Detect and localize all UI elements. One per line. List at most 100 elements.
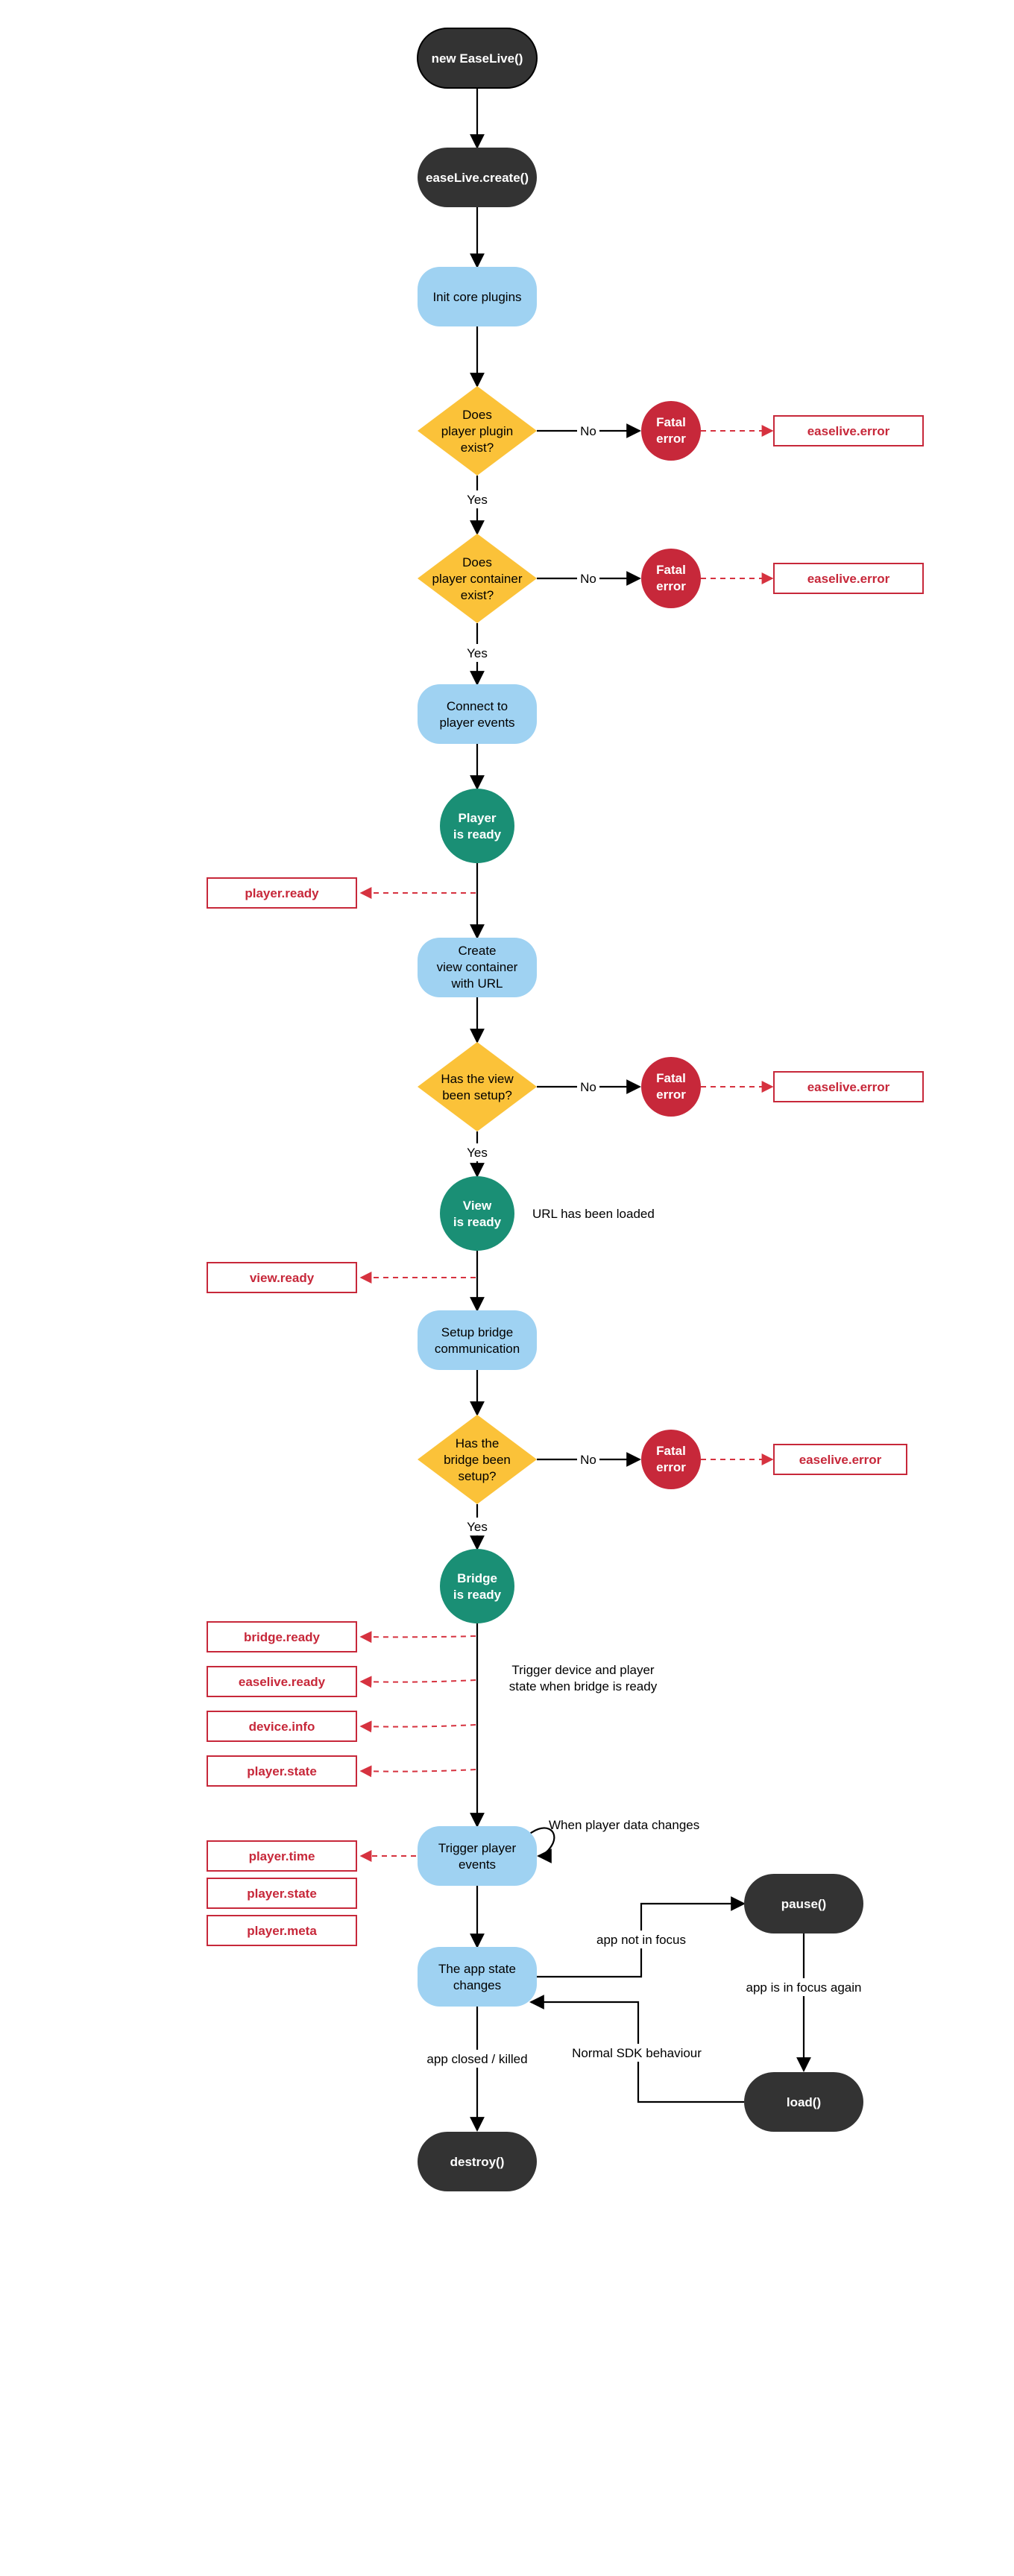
terminal-load: load() (744, 2072, 863, 2132)
process-connect-player-events: Connect to player events (418, 684, 537, 744)
process-app-state-line-1: The app state (438, 1962, 516, 1976)
event-player-state-2-label: player.state (247, 1887, 317, 1901)
event-easelive-error-4-label: easelive.error (799, 1453, 882, 1467)
event-player-ready: player.ready (207, 877, 357, 909)
connector-labels: Yes Yes Yes Yes No No No No URL has been… (418, 422, 866, 2068)
process-connect-line-2: player events (439, 716, 514, 730)
terminal-pause: pause() (744, 1874, 863, 1933)
terminal-new-easelive: new EaseLive() (417, 28, 538, 89)
dash-easelive-ready (359, 1676, 476, 1688)
label-app-closed: app closed / killed (426, 2052, 527, 2066)
label-yes-2: Yes (467, 646, 488, 660)
event-player-ready-label: player.ready (245, 886, 319, 900)
decision-bridge-setup-line-3: setup? (458, 1469, 496, 1483)
terminal-easelive-create: easeLive.create() (418, 148, 537, 207)
decision-player-plugin: Does player plugin exist? (418, 386, 537, 476)
event-bridge-ready: bridge.ready (207, 1621, 357, 1652)
label-no-4: No (580, 1453, 596, 1467)
event-player-meta-label: player.meta (247, 1924, 317, 1938)
label-url-loaded: URL has been loaded (532, 1207, 655, 1221)
event-player-time-label: player.time (249, 1849, 315, 1863)
state-bridge-ready: Bridge is ready (440, 1549, 514, 1623)
terminal-destroy-label: destroy() (450, 2155, 505, 2169)
decision-player-container-line-2: player container (432, 572, 523, 586)
decision-view-setup-line-2: been setup? (442, 1088, 512, 1102)
terminal-new-easelive-label: new EaseLive() (432, 51, 523, 66)
fatal-error-1-line-2: error (656, 432, 686, 446)
process-app-state-changes: The app state changes (418, 1947, 537, 2007)
event-view-ready: view.ready (207, 1262, 357, 1293)
label-yes-4: Yes (467, 1520, 488, 1534)
event-player-time: player.time (207, 1840, 357, 1872)
fatal-error-1: Fatal error (641, 401, 701, 461)
label-player-data-changes: When player data changes (549, 1818, 699, 1832)
fatal-error-3: Fatal error (641, 1057, 701, 1117)
fatal-error-3-line-2: error (656, 1087, 686, 1102)
event-player-state-2: player.state (207, 1878, 357, 1909)
process-setup-bridge-line-1: Setup bridge (441, 1325, 513, 1339)
label-app-not-in-focus: app not in focus (596, 1933, 686, 1947)
process-trigger-player-events: Trigger player events (418, 1826, 537, 1886)
process-connect-line-1: Connect to (447, 699, 508, 713)
terminal-pause-label: pause() (781, 1897, 826, 1911)
process-create-view-container: Create view container with URL (418, 938, 537, 997)
event-easelive-error-2: easelive.error (773, 563, 924, 594)
fatal-error-3-line-1: Fatal (656, 1071, 686, 1085)
process-create-view-line-2: view container (437, 960, 518, 974)
label-trigger-device-line-1: Trigger device and player (511, 1663, 655, 1677)
state-bridge-ready-line-1: Bridge (457, 1571, 497, 1585)
label-app-in-focus-again: app is in focus again (746, 1980, 862, 1995)
terminal-easelive-create-label: easeLive.create() (426, 171, 529, 185)
label-no-2: No (580, 572, 596, 586)
decision-player-container: Does player container exist? (418, 534, 537, 623)
state-bridge-ready-line-2: is ready (453, 1588, 502, 1602)
decision-view-setup-line-1: Has the view (441, 1072, 514, 1086)
fatal-error-2-line-2: error (656, 579, 686, 593)
decision-player-container-line-3: exist? (461, 588, 494, 602)
decision-player-container-line-1: Does (462, 555, 492, 569)
label-no-1: No (580, 424, 596, 438)
event-easelive-error-3: easelive.error (773, 1071, 924, 1102)
event-connectors (359, 425, 774, 1862)
fatal-error-1-line-1: Fatal (656, 415, 686, 429)
event-player-state-1: player.state (207, 1755, 357, 1787)
event-player-state-1-label: player.state (247, 1764, 317, 1778)
arrow-self-loop-player-data (524, 1827, 555, 1863)
decision-player-plugin-line-1: Does (462, 408, 492, 422)
event-easelive-ready-label: easelive.ready (239, 1675, 326, 1689)
fatal-error-4-line-1: Fatal (656, 1444, 686, 1458)
process-init-core-plugins-label: Init core plugins (432, 290, 521, 304)
state-view-ready-line-1: View (463, 1199, 492, 1213)
decision-player-plugin-line-2: player plugin (441, 424, 513, 438)
decision-bridge-setup-line-2: bridge been (444, 1453, 511, 1467)
fatal-error-2-line-1: Fatal (656, 563, 686, 577)
event-easelive-error-1-label: easelive.error (807, 424, 890, 438)
dash-player-state (359, 1765, 476, 1778)
decision-bridge-setup: Has the bridge been setup? (418, 1415, 537, 1504)
process-app-state-line-2: changes (453, 1978, 501, 1992)
label-yes-3: Yes (467, 1146, 488, 1160)
process-trigger-line-1: Trigger player (438, 1841, 517, 1855)
state-player-ready: Player is ready (440, 789, 514, 863)
label-no-3: No (580, 1080, 596, 1094)
process-init-core-plugins: Init core plugins (418, 267, 537, 326)
fatal-error-4-line-2: error (656, 1460, 686, 1474)
decision-view-setup: Has the view been setup? (418, 1042, 537, 1131)
event-view-ready-label: view.ready (250, 1271, 315, 1285)
terminal-destroy: destroy() (418, 2132, 537, 2191)
fatal-error-4: Fatal error (641, 1430, 701, 1489)
decision-player-plugin-line-3: exist? (461, 441, 494, 455)
event-player-meta: player.meta (207, 1915, 357, 1946)
label-normal-sdk: Normal SDK behaviour (572, 2046, 702, 2060)
terminal-load-label: load() (787, 2095, 821, 2109)
event-easelive-ready: easelive.ready (207, 1666, 357, 1697)
event-device-info: device.info (207, 1711, 357, 1742)
fatal-error-2: Fatal error (641, 549, 701, 608)
process-create-view-line-3: with URL (451, 976, 503, 991)
event-easelive-error-1: easelive.error (773, 415, 924, 446)
dash-bridge-ready (359, 1631, 476, 1644)
process-create-view-line-1: Create (458, 944, 496, 958)
process-setup-bridge-line-2: communication (435, 1342, 520, 1356)
event-bridge-ready-label: bridge.ready (244, 1630, 321, 1644)
